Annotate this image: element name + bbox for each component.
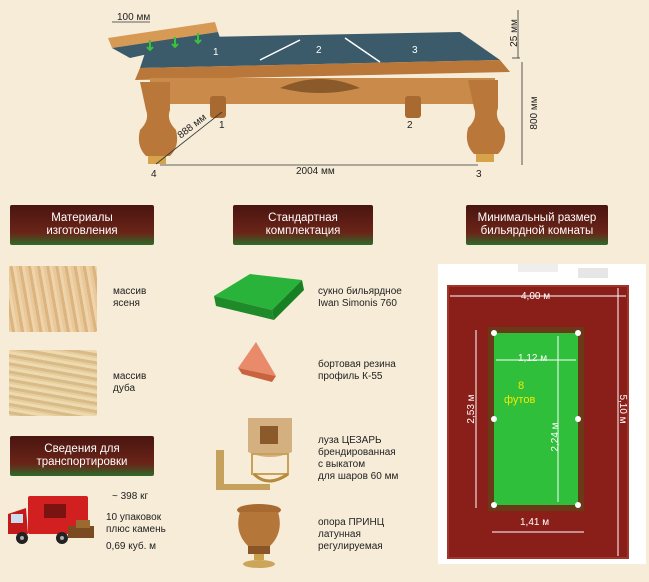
- table-width: 1,12 м: [518, 353, 548, 364]
- corner-label-3: 3: [476, 169, 482, 180]
- zone-line-left: [259, 39, 301, 61]
- zone-label-1: 1: [213, 47, 219, 58]
- leg-support-icon: [228, 502, 290, 570]
- corner-label-4: 4: [151, 169, 157, 180]
- apron-carving: [280, 79, 360, 93]
- table-size-number: 8: [518, 380, 525, 392]
- transport-packages: 10 упаковок плюс камень: [106, 512, 166, 535]
- leg-front-left: [138, 82, 178, 156]
- transport-banner: Сведения для транспортировки: [10, 436, 154, 476]
- room-title: Минимальный размер бильярдной комнаты: [477, 212, 597, 237]
- arrow-icon: [146, 40, 154, 52]
- leg-foot-left: [148, 156, 166, 164]
- transport-title: Сведения для транспортировки: [36, 443, 128, 468]
- kit-title: Стандартная комплектация: [265, 212, 341, 237]
- billiard-table-drawing: [108, 10, 523, 166]
- kit-pocket: луза ЦЕЗАРЬ брендированная с выкатом для…: [318, 435, 399, 482]
- kit-banner: Стандартная комплектация: [233, 205, 373, 245]
- room-plan: [438, 264, 646, 564]
- leg-back-right: [405, 96, 421, 118]
- kit-cloth: сукно бильярдное Iwan Simonis 760: [318, 286, 402, 309]
- leg-foot-right: [476, 154, 494, 162]
- room-length: 5,10 м: [617, 394, 628, 424]
- materials-banner: Материалы изготовления: [10, 205, 154, 245]
- arrow-icon: [171, 37, 179, 49]
- leg-front-right: [466, 80, 506, 154]
- rubber-icon: [232, 338, 280, 386]
- arrow-icon: [194, 33, 202, 45]
- table-length: 2,24 м: [550, 422, 561, 452]
- dim-top-width: 100 мм: [117, 12, 151, 23]
- cloth-icon: [210, 266, 306, 324]
- room-banner: Минимальный размер бильярдной комнаты: [466, 205, 608, 245]
- material-ash: массив ясеня: [113, 286, 147, 309]
- bottom-width: 1,41 м: [520, 517, 550, 528]
- truck-icon: [6, 490, 98, 552]
- dim-cushion: 25 мм: [509, 19, 520, 47]
- zone-label-3: 3: [412, 45, 418, 56]
- corner-label-1: 1: [219, 120, 225, 131]
- dim-height: 800 мм: [529, 96, 540, 130]
- table-felt: [140, 32, 500, 68]
- kit-support: опора ПРИНЦ латунная регулируемая: [318, 517, 385, 552]
- room-width: 4,00 м: [521, 291, 551, 302]
- table-rail: [135, 60, 510, 80]
- table-size-unit: футов: [504, 394, 536, 406]
- corner-label-2: 2: [407, 120, 413, 131]
- zone-line-right: [344, 37, 381, 63]
- kit-rubber: бортовая резина профиль К-55: [318, 359, 396, 382]
- oak-wood-swatch: [9, 350, 97, 416]
- dim-line-depth: [155, 111, 223, 165]
- ash-wood-swatch: [9, 266, 97, 332]
- rail-section: [108, 22, 218, 48]
- rail-cushion: [112, 32, 220, 58]
- dim-length: 2004 мм: [296, 166, 335, 177]
- table-illustration: 100 мм 25 мм 800 мм 888 мм 2004 мм 1 2 3…: [0, 0, 649, 185]
- materials-title: Материалы изготовления: [46, 212, 118, 237]
- transport-weight: ~ 398 кг: [112, 491, 149, 502]
- side-clearance: 2,53 м: [466, 394, 477, 424]
- pocket-icon: [210, 414, 296, 498]
- transport-volume: 0,69 куб. м: [106, 541, 156, 552]
- zone-label-2: 2: [316, 45, 322, 56]
- material-oak: массив дуба: [113, 371, 147, 394]
